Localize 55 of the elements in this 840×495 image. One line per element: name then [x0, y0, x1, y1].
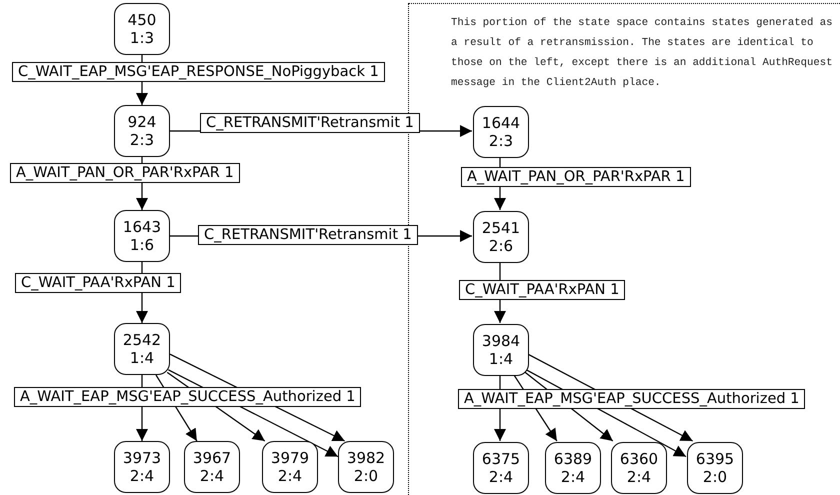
- state-number: 6389: [554, 450, 592, 468]
- state-number: 3979: [270, 449, 310, 467]
- state-box: [545, 442, 601, 494]
- edge-label: C_WAIT_PAA'RxPAN 1: [459, 280, 626, 300]
- state-marking: 2:3: [130, 131, 154, 149]
- state-number: 2542: [122, 331, 162, 349]
- note-text: This portion of the state space contains states generated as a result of a retransmission. The states are identical to those on the left, except there is an additional AuthRequest message in the Client2Auth place.: [451, 16, 834, 91]
- edge-label: C_RETRANSMIT'Retransmit 1: [200, 113, 420, 133]
- state-number: 3967: [192, 449, 232, 467]
- edge-label: C_RETRANSMIT'Retransmit 1: [198, 225, 418, 245]
- edge-label: A_WAIT_PAN_OR_PAR'RxPAR 1: [461, 167, 691, 187]
- state-box: [114, 3, 170, 55]
- state-marking: 1:6: [130, 236, 154, 254]
- state-marking: 1:4: [488, 350, 514, 368]
- state-box: [473, 442, 529, 494]
- state-number: 450: [128, 11, 156, 29]
- edge-label: C_WAIT_PAA'RxPAN 1: [15, 273, 182, 293]
- state-box: [473, 106, 529, 158]
- state-box: [184, 441, 240, 493]
- state-box: [338, 441, 394, 493]
- state-box: [114, 323, 170, 375]
- edge-label: C_WAIT_EAP_MSG'EAP_RESPONSE_NoPiggyback 1: [12, 62, 385, 82]
- state-number: 1644: [482, 114, 520, 132]
- state-number: 924: [128, 113, 156, 131]
- state-marking: 2:6: [488, 237, 514, 255]
- state-marking: 2:3: [488, 132, 514, 150]
- state-marking: 2:4: [278, 467, 302, 485]
- state-box: [473, 211, 529, 263]
- edge-label: A_WAIT_PAN_OR_PAR'RxPAR 1: [10, 163, 240, 183]
- state-number: 1643: [122, 218, 162, 236]
- state-marking: 2:4: [200, 467, 224, 485]
- state-box: [114, 105, 170, 157]
- state-number: 6360: [620, 450, 658, 468]
- state-marking: 2:4: [626, 468, 652, 486]
- state-marking: 1:4: [130, 349, 154, 367]
- state-box: [262, 441, 318, 493]
- state-box: [114, 441, 170, 493]
- state-number: 3982: [346, 449, 386, 467]
- state-box: [473, 324, 529, 376]
- state-box: [114, 210, 170, 262]
- state-marking: 2:4: [488, 468, 514, 486]
- state-marking: 2:0: [702, 468, 728, 486]
- state-marking: 2:4: [560, 468, 586, 486]
- state-box: [611, 442, 667, 494]
- state-marking: 2:4: [130, 467, 154, 485]
- state-number: 3984: [482, 332, 520, 350]
- edge-label: A_WAIT_EAP_MSG'EAP_SUCCESS_Authorized 1: [458, 389, 806, 409]
- edge-label: A_WAIT_EAP_MSG'EAP_SUCCESS_Authorized 1: [14, 387, 362, 407]
- state-number: 2541: [482, 219, 520, 237]
- state-box: [687, 442, 743, 494]
- state-number: 6395: [696, 450, 734, 468]
- state-number: 3973: [122, 449, 162, 467]
- state-marking: 2:0: [354, 467, 378, 485]
- state-marking: 1:3: [130, 29, 154, 47]
- state-number: 6375: [482, 450, 520, 468]
